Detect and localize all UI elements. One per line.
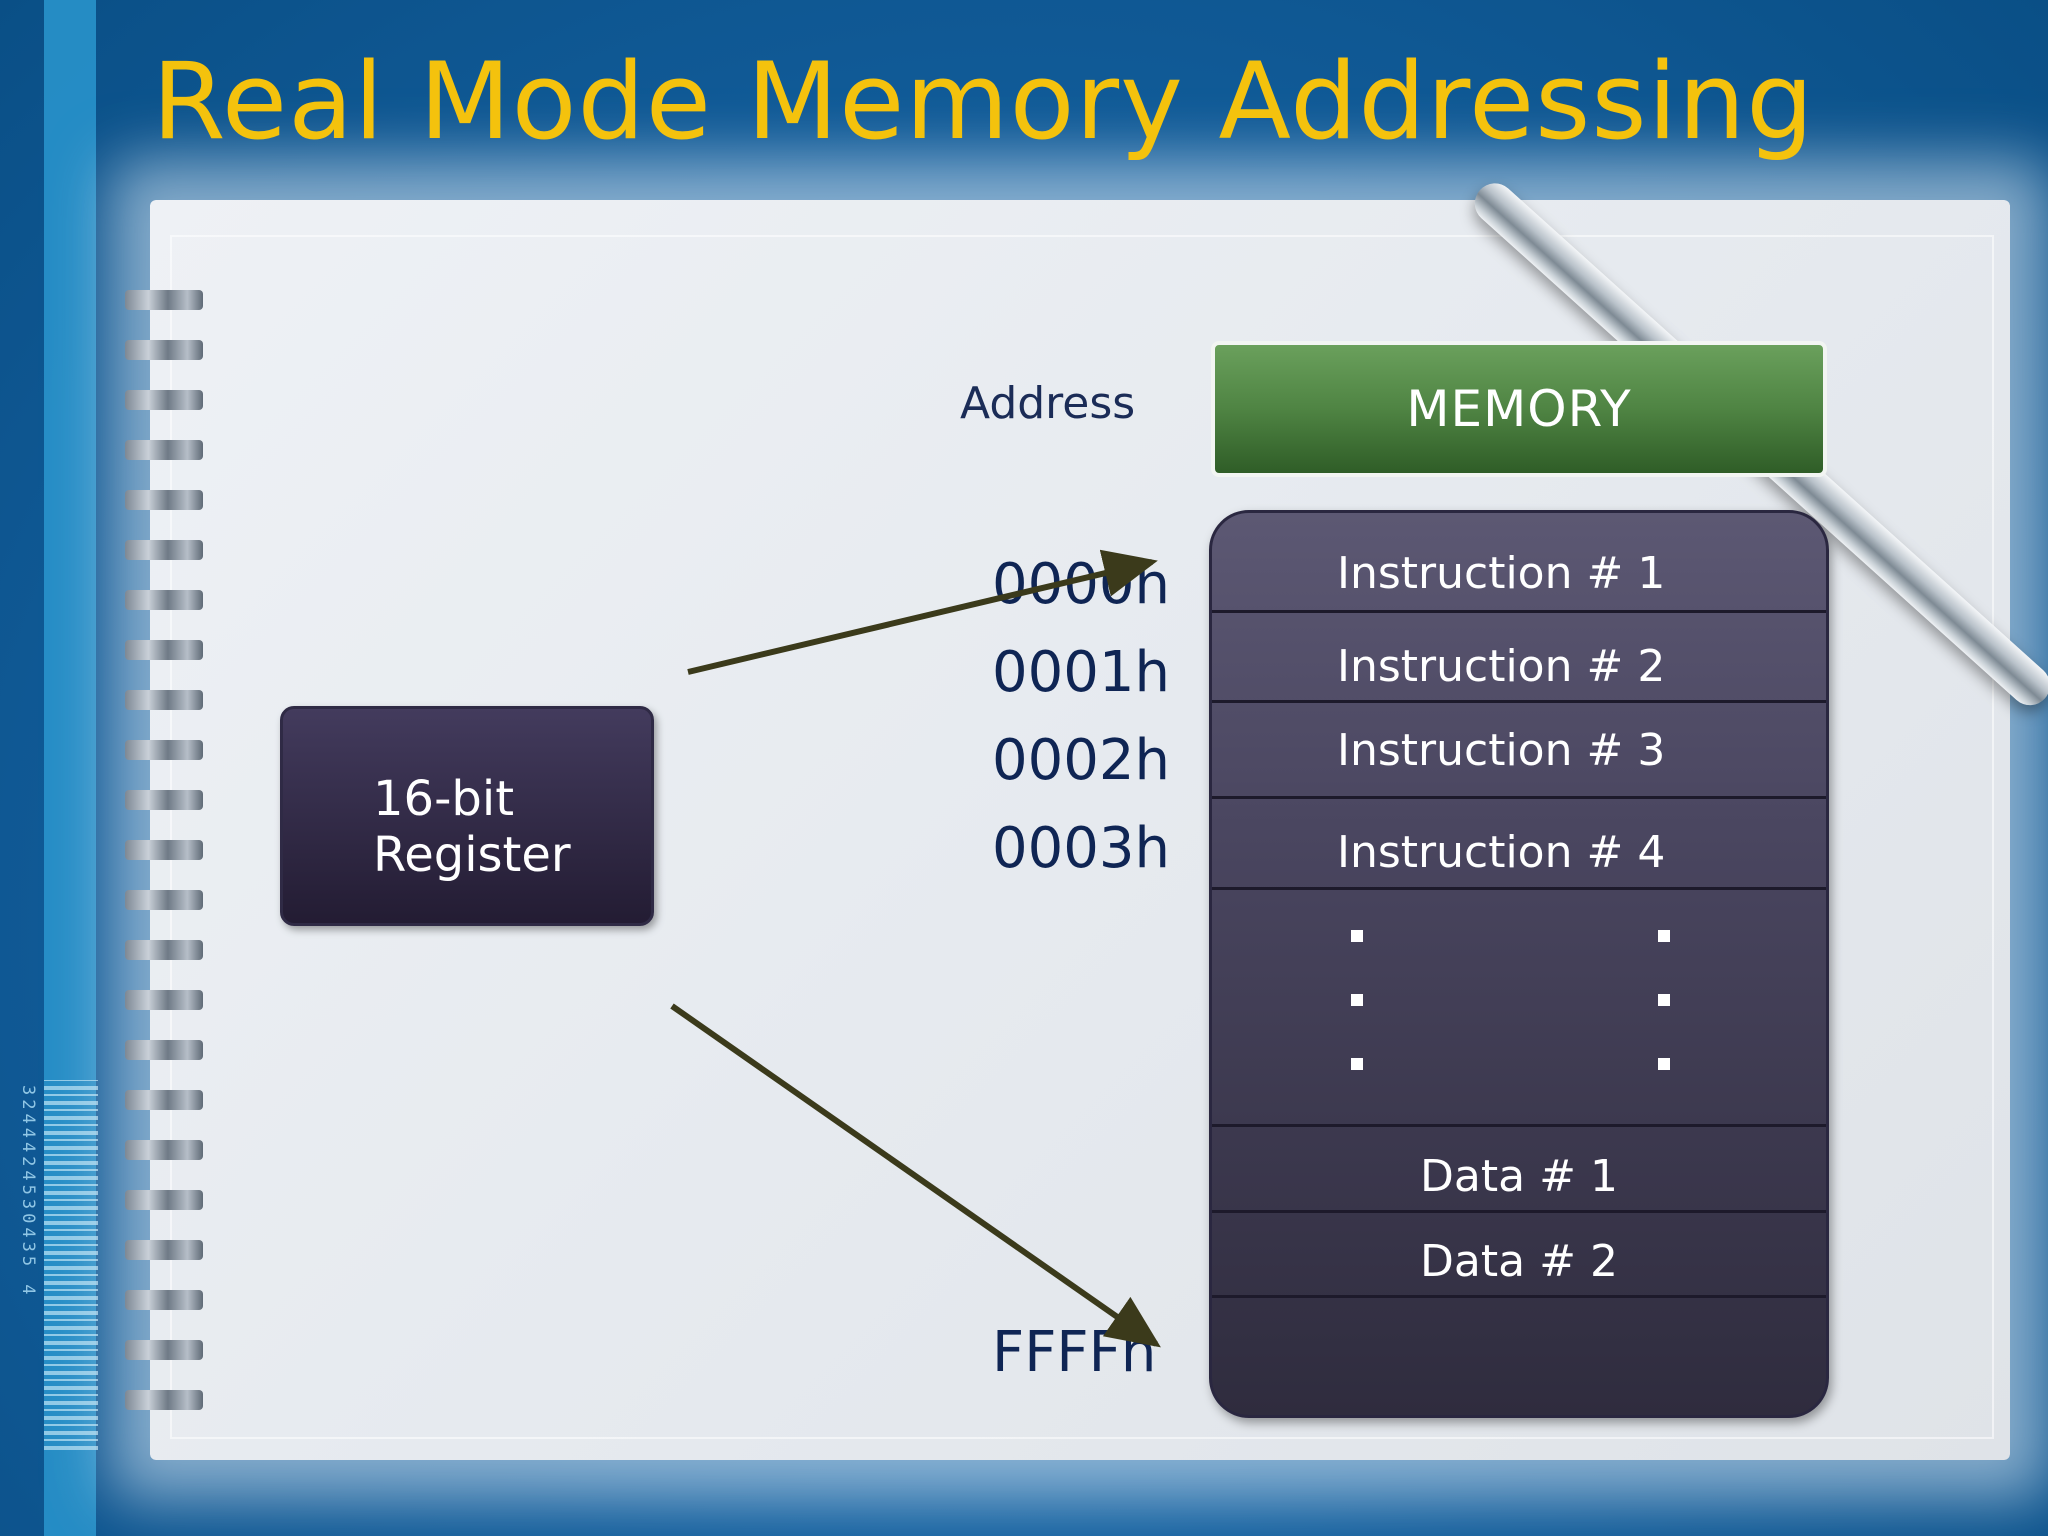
ellipsis-dot [1351,1058,1363,1070]
memory-cell-data-2: Data # 2 [1420,1236,1618,1287]
memory-divider [1212,796,1826,799]
ellipsis-dot [1351,994,1363,1006]
memory-block: Instruction # 1 Instruction # 2 Instruct… [1209,510,1829,1418]
memory-divider [1212,700,1826,703]
arrow-to-0000h [687,549,1158,675]
ellipsis-dot [1658,1058,1670,1070]
memory-cell-instruction-4: Instruction # 4 [1337,827,1666,878]
memory-cell-instruction-2: Instruction # 2 [1337,641,1666,692]
barcode [44,1080,98,1450]
address-label-0003h: 0003h [992,816,1171,881]
memory-header: MEMORY [1211,341,1827,477]
memory-cell-instruction-1: Instruction # 1 [1337,548,1666,599]
barcode-digits: 3244424530435 4 [18,1085,38,1299]
paper-border [170,235,1994,1439]
address-header: Address [960,378,1136,429]
register-box: 16-bit Register [280,706,654,926]
memory-divider [1212,610,1826,613]
register-label-line2: Register [373,827,571,883]
ellipsis-dot [1351,930,1363,942]
arrow-to-ffffh [670,1003,1161,1348]
ellipsis-dot [1658,994,1670,1006]
spiral-binding [125,290,205,1430]
memory-cell-instruction-3: Instruction # 3 [1337,725,1666,776]
address-label-0002h: 0002h [992,728,1171,793]
memory-divider [1212,1295,1826,1298]
memory-cell-data-1: Data # 1 [1420,1151,1618,1202]
address-label-0001h: 0001h [992,640,1171,705]
memory-divider [1212,1210,1826,1213]
slide-title: Real Mode Memory Addressing [152,40,1815,163]
ellipsis-dot [1658,930,1670,942]
register-label-line1: 16-bit [373,771,515,827]
memory-divider [1212,1124,1826,1127]
memory-divider [1212,887,1826,890]
